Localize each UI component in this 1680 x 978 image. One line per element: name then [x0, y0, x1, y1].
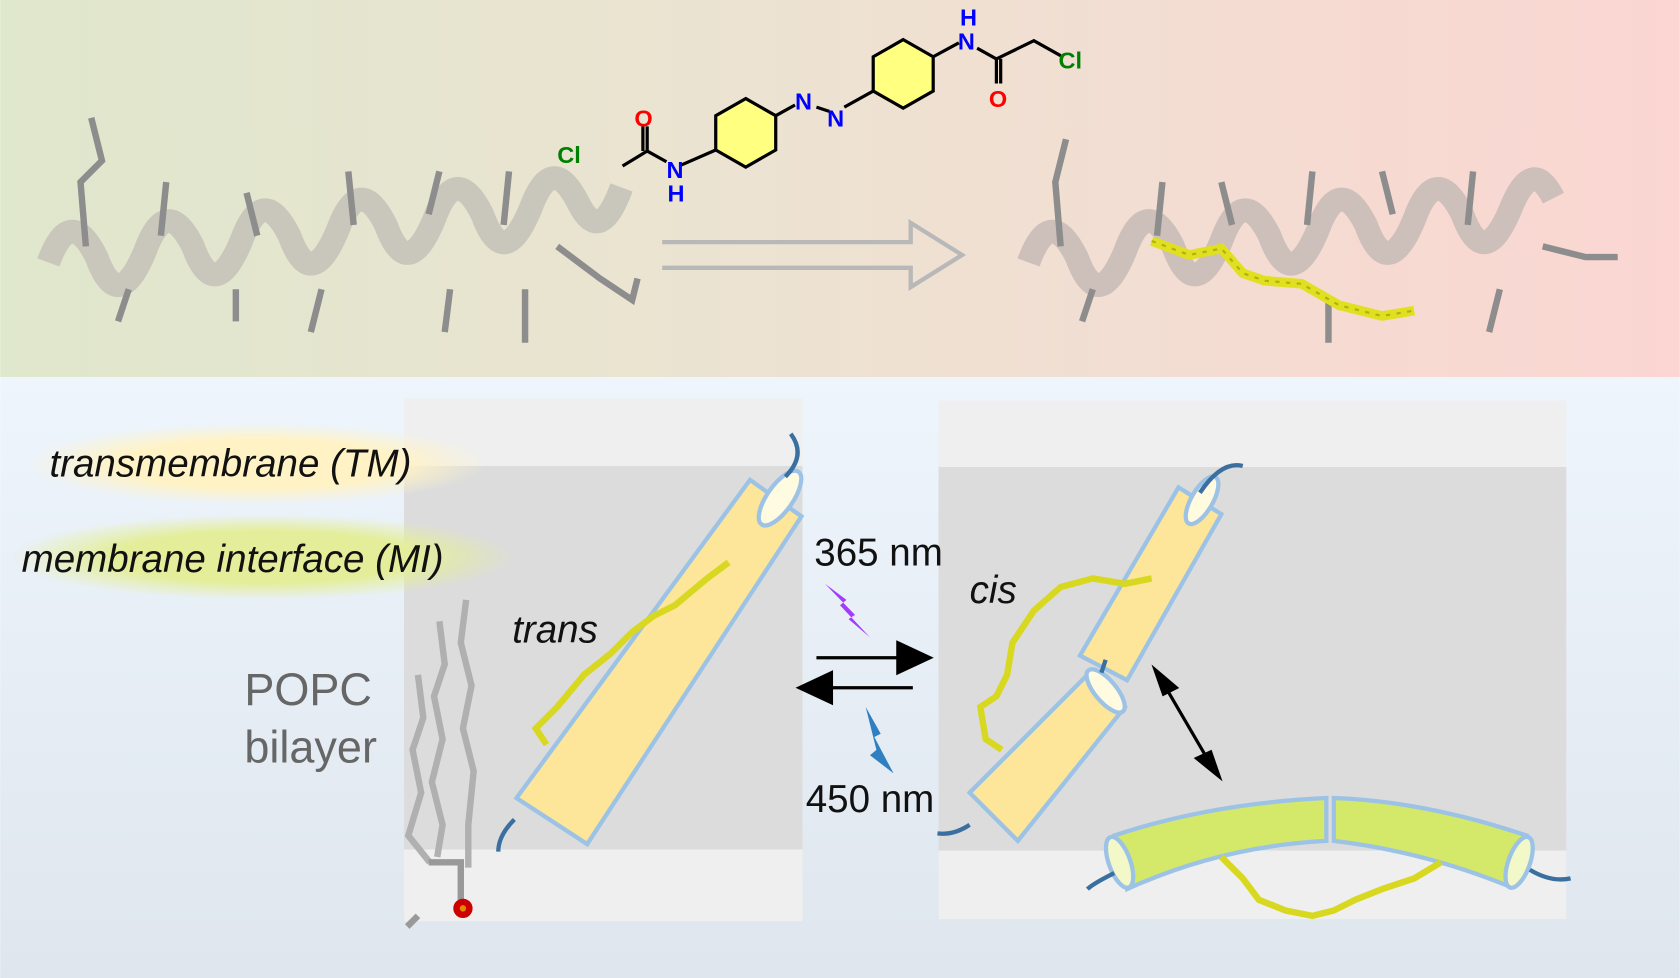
label-popc: POPC [244, 664, 372, 715]
peptide-helix-left [37, 117, 641, 343]
mi-helix-right [1331, 795, 1572, 890]
atom-n-azo2: N [827, 105, 844, 131]
uv-light-bolt-icon [825, 583, 870, 638]
equilibrium-arrows [795, 640, 934, 706]
atom-h-left: H [668, 180, 685, 206]
tm-helix-trans [496, 432, 805, 852]
popc-lipid-model [404, 599, 477, 929]
atom-o-right: O [989, 86, 1007, 112]
conformation-double-arrow [1151, 664, 1223, 782]
label-trans: trans [512, 609, 598, 652]
atom-cl-left: Cl [557, 142, 581, 168]
tm-legend-ellipse [26, 423, 488, 505]
label-membrane-interface: membrane interface (MI) [22, 538, 444, 581]
atom-n-azo1: N [795, 88, 812, 114]
tm-helix-cis-upper [1076, 463, 1244, 684]
atom-o-left: O [634, 105, 652, 131]
blue-light-bolt-icon [865, 706, 894, 774]
atom-n-right: N [958, 28, 975, 54]
azobenzene-crosslinker: Cl O N H N N H N O Cl [557, 5, 1082, 207]
label-bilayer: bilayer [244, 722, 377, 773]
label-cis: cis [970, 569, 1017, 612]
mi-azobenzene [1219, 854, 1443, 920]
label-365nm: 365 nm [814, 532, 943, 575]
atom-h-right: H [960, 5, 977, 31]
label-450nm: 450 nm [806, 778, 935, 821]
atom-cl-right: Cl [1059, 48, 1083, 74]
atom-n-left: N [666, 157, 683, 183]
peptide-helix-right-crosslinked [1017, 138, 1618, 343]
label-transmembrane: transmembrane (TM) [49, 443, 411, 486]
cis-azobenzene [976, 575, 1153, 753]
mi-legend-ellipse [10, 514, 515, 600]
tm-helix-cis-lower [937, 659, 1128, 845]
reaction-arrow [662, 218, 967, 291]
mi-helix-left [1085, 795, 1329, 893]
